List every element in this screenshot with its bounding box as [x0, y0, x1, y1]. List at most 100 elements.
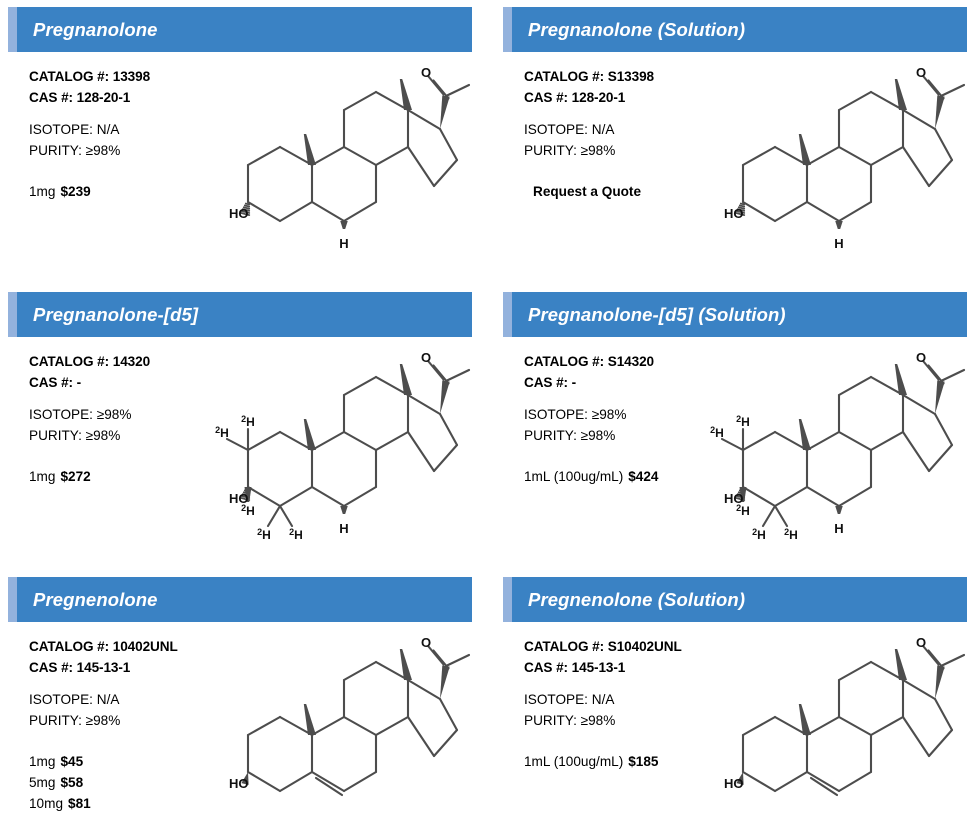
purity-value: ≥98%	[85, 428, 121, 443]
svg-text:2H: 2H	[257, 527, 271, 542]
header-bar[interactable]: Pregnanolone (Solution)	[512, 7, 967, 52]
price-amount: $185	[628, 754, 659, 769]
price-row[interactable]: 1mL (100ug/mL)$424	[524, 466, 754, 487]
price-amount: $45	[60, 754, 84, 769]
isotope-value: N/A	[591, 122, 615, 137]
isotope-line: ISOTOPE: N/A	[524, 689, 754, 710]
purity-line: PURITY: ≥98%	[29, 425, 259, 446]
price-row[interactable]: 1mL (100ug/mL)$185	[524, 751, 754, 772]
purity-label: PURITY:	[524, 428, 577, 443]
cas-value: 128-20-1	[571, 90, 626, 105]
header-bar[interactable]: Pregnanolone-[d5] (Solution)	[512, 292, 967, 337]
isotope-value: N/A	[96, 122, 120, 137]
svg-text:H: H	[834, 236, 843, 251]
svg-text:HO: HO	[724, 491, 744, 506]
price-row[interactable]: 5mg$58	[29, 772, 259, 793]
svg-text:2H: 2H	[241, 414, 255, 429]
isotope-value: ≥98%	[96, 407, 132, 422]
cas-line: CAS #: 145-13-1	[29, 657, 259, 678]
product-title: Pregnanolone	[33, 18, 158, 40]
catalog-value: S13398	[607, 69, 655, 84]
cas-value: -	[571, 375, 577, 390]
price-size: 1mg	[29, 754, 56, 769]
catalog-line: CATALOG #: 10402UNL	[29, 636, 259, 657]
price-row[interactable]: 10mg$81	[29, 793, 259, 814]
price-size: 1mg	[29, 184, 56, 199]
svg-text:H: H	[339, 236, 348, 251]
product-title: Pregnanolone-[d5] (Solution)	[528, 303, 786, 325]
cas-value: 128-20-1	[76, 90, 131, 105]
isotope-label: ISOTOPE:	[29, 122, 93, 137]
catalog-line: CATALOG #: S13398	[524, 66, 754, 87]
card-header: Pregnanolone-[d5]	[8, 292, 472, 337]
isotope-line: ISOTOPE: N/A	[29, 119, 259, 140]
purity-value: ≥98%	[580, 143, 616, 158]
cas-label: CAS #:	[524, 90, 568, 105]
cas-value: -	[76, 375, 82, 390]
purity-label: PURITY:	[29, 428, 82, 443]
card-header: Pregnanolone (Solution)	[503, 7, 967, 52]
isotope-label: ISOTOPE:	[29, 407, 93, 422]
cas-line: CAS #: 145-13-1	[524, 657, 754, 678]
purity-label: PURITY:	[29, 143, 82, 158]
price-size: 1mL (100ug/mL)	[524, 469, 624, 484]
purity-line: PURITY: ≥98%	[524, 710, 754, 731]
purity-value: ≥98%	[85, 713, 121, 728]
price-row[interactable]: 1mg$239	[29, 181, 259, 202]
header-accent-stripe	[503, 292, 512, 337]
product-card: Pregnanolone-[d5] (Solution) CATALOG #: S…	[503, 285, 972, 555]
price-size: 1mg	[29, 469, 56, 484]
svg-text:O: O	[916, 65, 926, 80]
isotope-line: ISOTOPE: ≥98%	[524, 404, 754, 425]
price-row[interactable]: 1mg $272	[29, 466, 259, 487]
cas-label: CAS #:	[29, 660, 73, 675]
price-amount: $272	[60, 469, 91, 484]
price-row[interactable]: 1mg $45	[29, 751, 259, 772]
catalog-value: S10402UNL	[607, 639, 682, 654]
svg-text:O: O	[916, 635, 926, 650]
header-bar[interactable]: Pregnanolone-[d5]	[17, 292, 472, 337]
catalog-line: CATALOG #: S10402UNL	[524, 636, 754, 657]
header-bar[interactable]: Pregnenolone (Solution)	[512, 577, 967, 622]
svg-text:O: O	[421, 65, 431, 80]
request-quote-link[interactable]: Request a Quote	[533, 184, 642, 199]
svg-text:H: H	[339, 521, 348, 536]
header-bar[interactable]: Pregnanolone	[17, 7, 472, 52]
catalog-value: S14320	[607, 354, 655, 369]
card-header: Pregnanolone-[d5] (Solution)	[503, 292, 967, 337]
svg-text:HO: HO	[229, 776, 249, 791]
header-bar[interactable]: Pregnenolone	[17, 577, 472, 622]
catalog-label: CATALOG #:	[29, 354, 110, 369]
isotope-line: ISOTOPE: ≥98%	[29, 404, 259, 425]
molecule-diagram: OHO	[724, 635, 966, 797]
isotope-value: N/A	[96, 692, 120, 707]
purity-value: ≥98%	[85, 143, 121, 158]
card-header: Pregnenolone	[8, 577, 472, 622]
svg-text:2H: 2H	[215, 425, 229, 440]
product-title: Pregnenolone	[33, 588, 158, 610]
svg-text:HO: HO	[229, 491, 249, 506]
product-title: Pregnanolone-[d5]	[33, 303, 199, 325]
cas-label: CAS #:	[524, 375, 568, 390]
catalog-label: CATALOG #:	[524, 354, 605, 369]
svg-text:2H: 2H	[710, 425, 724, 440]
catalog-line: CATALOG #: S14320	[524, 351, 754, 372]
price-size: 10mg	[29, 796, 64, 811]
svg-text:O: O	[421, 350, 431, 365]
purity-label: PURITY:	[524, 143, 577, 158]
